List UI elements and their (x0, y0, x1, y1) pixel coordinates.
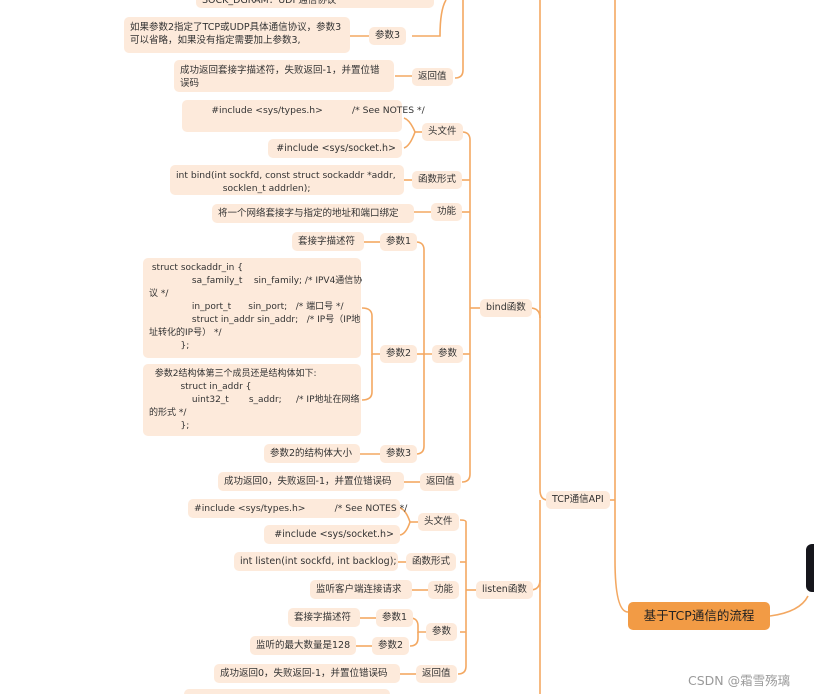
listen-signature-label[interactable]: 函数形式 (406, 553, 457, 571)
bind-param3-text[interactable]: 参数2的结构体大小 (264, 444, 360, 463)
bind-function-label[interactable]: 功能 (431, 203, 463, 221)
watermark: CSDN @霜雪殇璃 (688, 673, 791, 688)
root-node[interactable]: 基于TCP通信的流程 (628, 602, 770, 630)
socket-param3-label[interactable]: 参数3 (369, 27, 407, 45)
tcp-api-node[interactable]: TCP通信API (546, 491, 610, 509)
listen-return-label[interactable]: 返回值 (416, 665, 457, 683)
listen-param2-text[interactable]: 监听的最大数量是128 (250, 636, 356, 655)
listen-header-socket[interactable]: #include <sys/socket.h> (264, 525, 400, 544)
bind-param2-struct[interactable]: struct sockaddr_in { sa_family_t sin_fam… (143, 258, 362, 358)
listen-function-label[interactable]: 功能 (428, 581, 460, 599)
bind-param3-label[interactable]: 参数3 (380, 445, 418, 463)
listen-param1-label[interactable]: 参数1 (376, 609, 414, 627)
bind-params-label[interactable]: 参数 (432, 345, 464, 363)
socket-return-text[interactable]: 成功返回套接字描述符，失败返回-1，并置位错误码 (174, 60, 394, 92)
sibling-node-dark[interactable] (806, 544, 814, 592)
bind-return-text[interactable]: 成功返回0，失败返回-1，并置位错误码 (218, 472, 404, 491)
bind-param2-note[interactable]: 参数2结构体第三个成员还是结构体如下: struct in_addr { uin… (143, 364, 361, 436)
bind-header-types[interactable]: #include <sys/types.h> /* See NOTES */ (182, 100, 425, 132)
socket-param3-text[interactable]: 如果参数2指定了TCP或UDP具体通信协议，参数3可以省略，如果没有指定需要加上… (124, 17, 350, 53)
listen-function-node[interactable]: listen函数 (476, 581, 533, 599)
listen-return-text[interactable]: 成功返回0，失败返回-1，并置位错误码 (214, 664, 400, 683)
bind-function-text[interactable]: 将一个网络套接字与指定的地址和端口绑定 (212, 204, 414, 223)
bind-return-label[interactable]: 返回值 (420, 473, 461, 491)
bind-header-socket[interactable]: #include <sys/socket.h> (268, 139, 402, 158)
bind-signature-text[interactable]: int bind(int sockfd, const struct sockad… (170, 165, 404, 195)
bind-signature-label[interactable]: 函数形式 (412, 171, 463, 189)
listen-param2-label[interactable]: 参数2 (372, 637, 410, 655)
socket-return-label[interactable]: 返回值 (412, 68, 453, 86)
cut-off-node[interactable] (184, 689, 390, 694)
bind-function-node[interactable]: bind函数 (480, 299, 532, 317)
listen-function-text[interactable]: 监听客户端连接请求 (310, 580, 412, 599)
listen-header-label[interactable]: 头文件 (418, 513, 459, 531)
listen-signature-text[interactable]: int listen(int sockfd, int backlog); (234, 552, 398, 571)
listen-param1-text[interactable]: 套接字描述符 (288, 608, 360, 627)
bind-param1-text[interactable]: 套接字描述符 (292, 232, 364, 251)
bind-param2-label[interactable]: 参数2 (380, 345, 418, 363)
bind-param1-label[interactable]: 参数1 (380, 233, 418, 251)
listen-header-types[interactable]: #include <sys/types.h> /* See NOTES */ (188, 499, 407, 518)
socket-param2-node[interactable]: SOCK_DGRAM：UDP通信协议 (196, 0, 434, 8)
bind-header-label[interactable]: 头文件 (422, 123, 463, 141)
listen-params-label[interactable]: 参数 (426, 623, 458, 641)
